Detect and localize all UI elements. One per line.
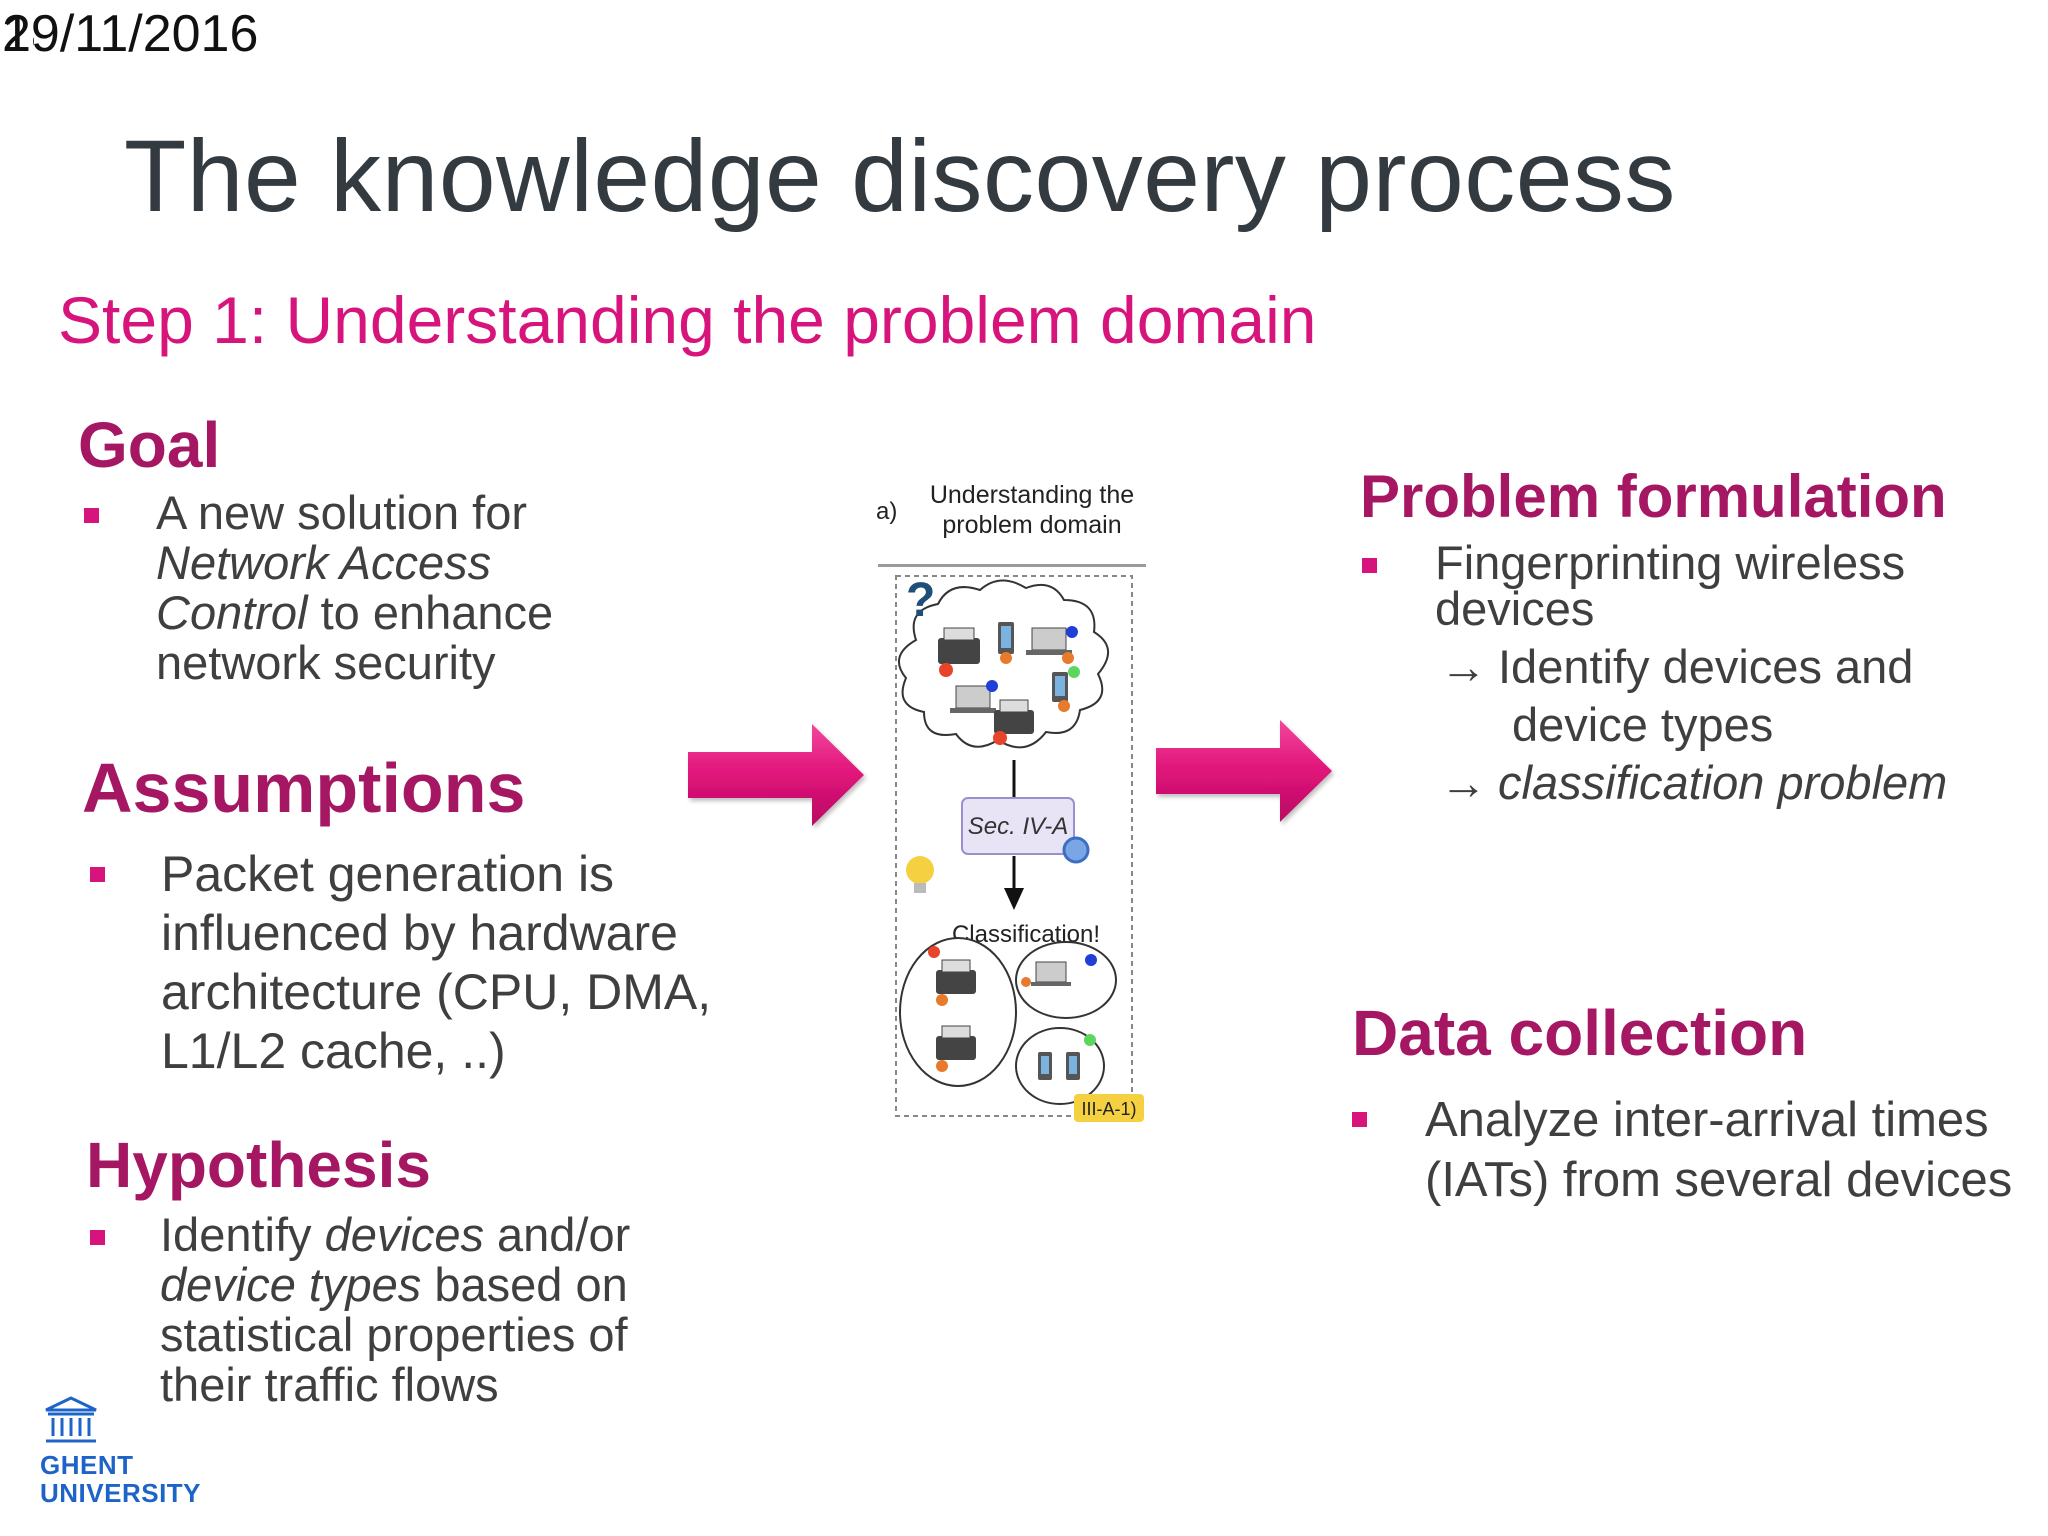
- assumptions-line: influenced by hardware: [161, 905, 678, 961]
- laptop-icon: [1026, 626, 1078, 664]
- ghent-university-logo: GHENT UNIVERSITY: [40, 1396, 202, 1508]
- hypothesis-heading: Hypothesis: [86, 1129, 431, 1201]
- right-arrow-icon: →: [1440, 756, 1487, 809]
- bullet-square-icon: [90, 1230, 105, 1245]
- assumptions-line: L1/L2 cache, ..): [161, 1023, 506, 1079]
- bullet-square-icon: [1362, 558, 1377, 573]
- problem-line: Fingerprinting wireless: [1435, 536, 1906, 589]
- logo-line-1: GHENT: [40, 1450, 134, 1480]
- goal-line: Network Access: [156, 536, 492, 589]
- phone-icon: [1052, 666, 1080, 712]
- problem-formulation-bullet: Fingerprinting wireless devices: [1362, 536, 1947, 635]
- diagram-graphic: ?: [895, 574, 1144, 1122]
- assumptions-text: Packet generation is influenced by hardw…: [161, 845, 711, 1081]
- data-line: (IATs) from several devices: [1425, 1153, 2013, 1207]
- hypothesis-line: statistical properties of: [160, 1308, 628, 1361]
- problem-formulation-body: Fingerprinting wireless devices →Identif…: [1362, 536, 1947, 812]
- bullet-square-icon: [84, 508, 99, 523]
- diagram-label: a) Understanding the problem domain: [876, 481, 1135, 539]
- problem-line: devices: [1435, 582, 1595, 635]
- goal-line: A new solution for: [156, 486, 527, 539]
- phone-icon: [1038, 1034, 1096, 1080]
- goal-line: network security: [156, 636, 496, 689]
- laptop-icon: [950, 680, 998, 713]
- printer-icon: [993, 699, 1034, 745]
- problem-formulation-heading: Problem formulation: [1360, 463, 1947, 530]
- left-flow-arrow-icon: [688, 724, 864, 826]
- gear-icon: [1062, 836, 1090, 864]
- diagram-divider: [878, 564, 1146, 567]
- hypothesis-line: device types based on: [160, 1258, 628, 1311]
- right-flow-arrow-icon: [1156, 720, 1332, 822]
- data-line: Analyze inter-arrival times: [1425, 1093, 1989, 1147]
- section-ref-label: Sec. IV-A: [968, 813, 1068, 840]
- goal-bullet: A new solution for Network Access Contro…: [84, 488, 553, 688]
- assumptions-line: Packet generation is: [161, 846, 615, 902]
- printer-icon: [936, 1025, 976, 1072]
- hypothesis-line: Identify devices and/or: [160, 1208, 631, 1261]
- assumptions-bullet: Packet generation is influenced by hardw…: [90, 845, 711, 1081]
- lightbulb-icon: [906, 856, 934, 884]
- assumptions-line: architecture (CPU, DMA,: [161, 964, 712, 1020]
- data-collection-heading: Data collection: [1352, 997, 1808, 1069]
- data-collection-text: Analyze inter-arrival times (IATs) from …: [1425, 1090, 2012, 1210]
- goal-line: Control to enhance: [156, 586, 554, 639]
- arrow-line-classification: →classification problem: [1440, 754, 1947, 812]
- hypothesis-bullet: Identify devices and/or device types bas…: [90, 1210, 630, 1410]
- corner-tag: III-A-1): [1081, 1099, 1136, 1119]
- problem-formulation-text: Fingerprinting wireless devices: [1435, 536, 1906, 635]
- bullet-square-icon: [90, 867, 105, 882]
- printer-icon: [928, 946, 976, 1006]
- slide-subtitle: Step 1: Understanding the problem domain: [58, 283, 1317, 357]
- phone-icon: [998, 622, 1014, 664]
- goal-text: A new solution for Network Access Contro…: [156, 488, 553, 688]
- goal-heading: Goal: [78, 409, 221, 481]
- question-mark: ?: [906, 574, 935, 627]
- slide-title: The knowledge discovery process: [124, 119, 1676, 233]
- date-a: 29/11/2016: [2, 5, 259, 63]
- problem-arrows: →Identify devices and device types →clas…: [1440, 638, 1947, 812]
- assumptions-heading: Assumptions: [82, 749, 526, 827]
- university-building-icon: [45, 1396, 97, 1443]
- process-diagram: a) Understanding the problem domain ?: [876, 480, 1166, 1140]
- hypothesis-text: Identify devices and/or device types bas…: [160, 1210, 630, 1410]
- arrow-line-identify: →Identify devices and: [1440, 638, 1947, 696]
- right-arrow-icon: →: [1440, 640, 1487, 693]
- laptop-icon: [1021, 954, 1097, 987]
- data-collection-bullet: Analyze inter-arrival times (IATs) from …: [1352, 1090, 2012, 1210]
- bullet-square-icon: [1352, 1112, 1367, 1127]
- printer-icon: [938, 627, 980, 677]
- arrow-line-device-types: device types: [1512, 698, 1774, 751]
- logo-line-2: UNIVERSITY: [40, 1478, 202, 1508]
- hypothesis-line: their traffic flows: [160, 1358, 499, 1411]
